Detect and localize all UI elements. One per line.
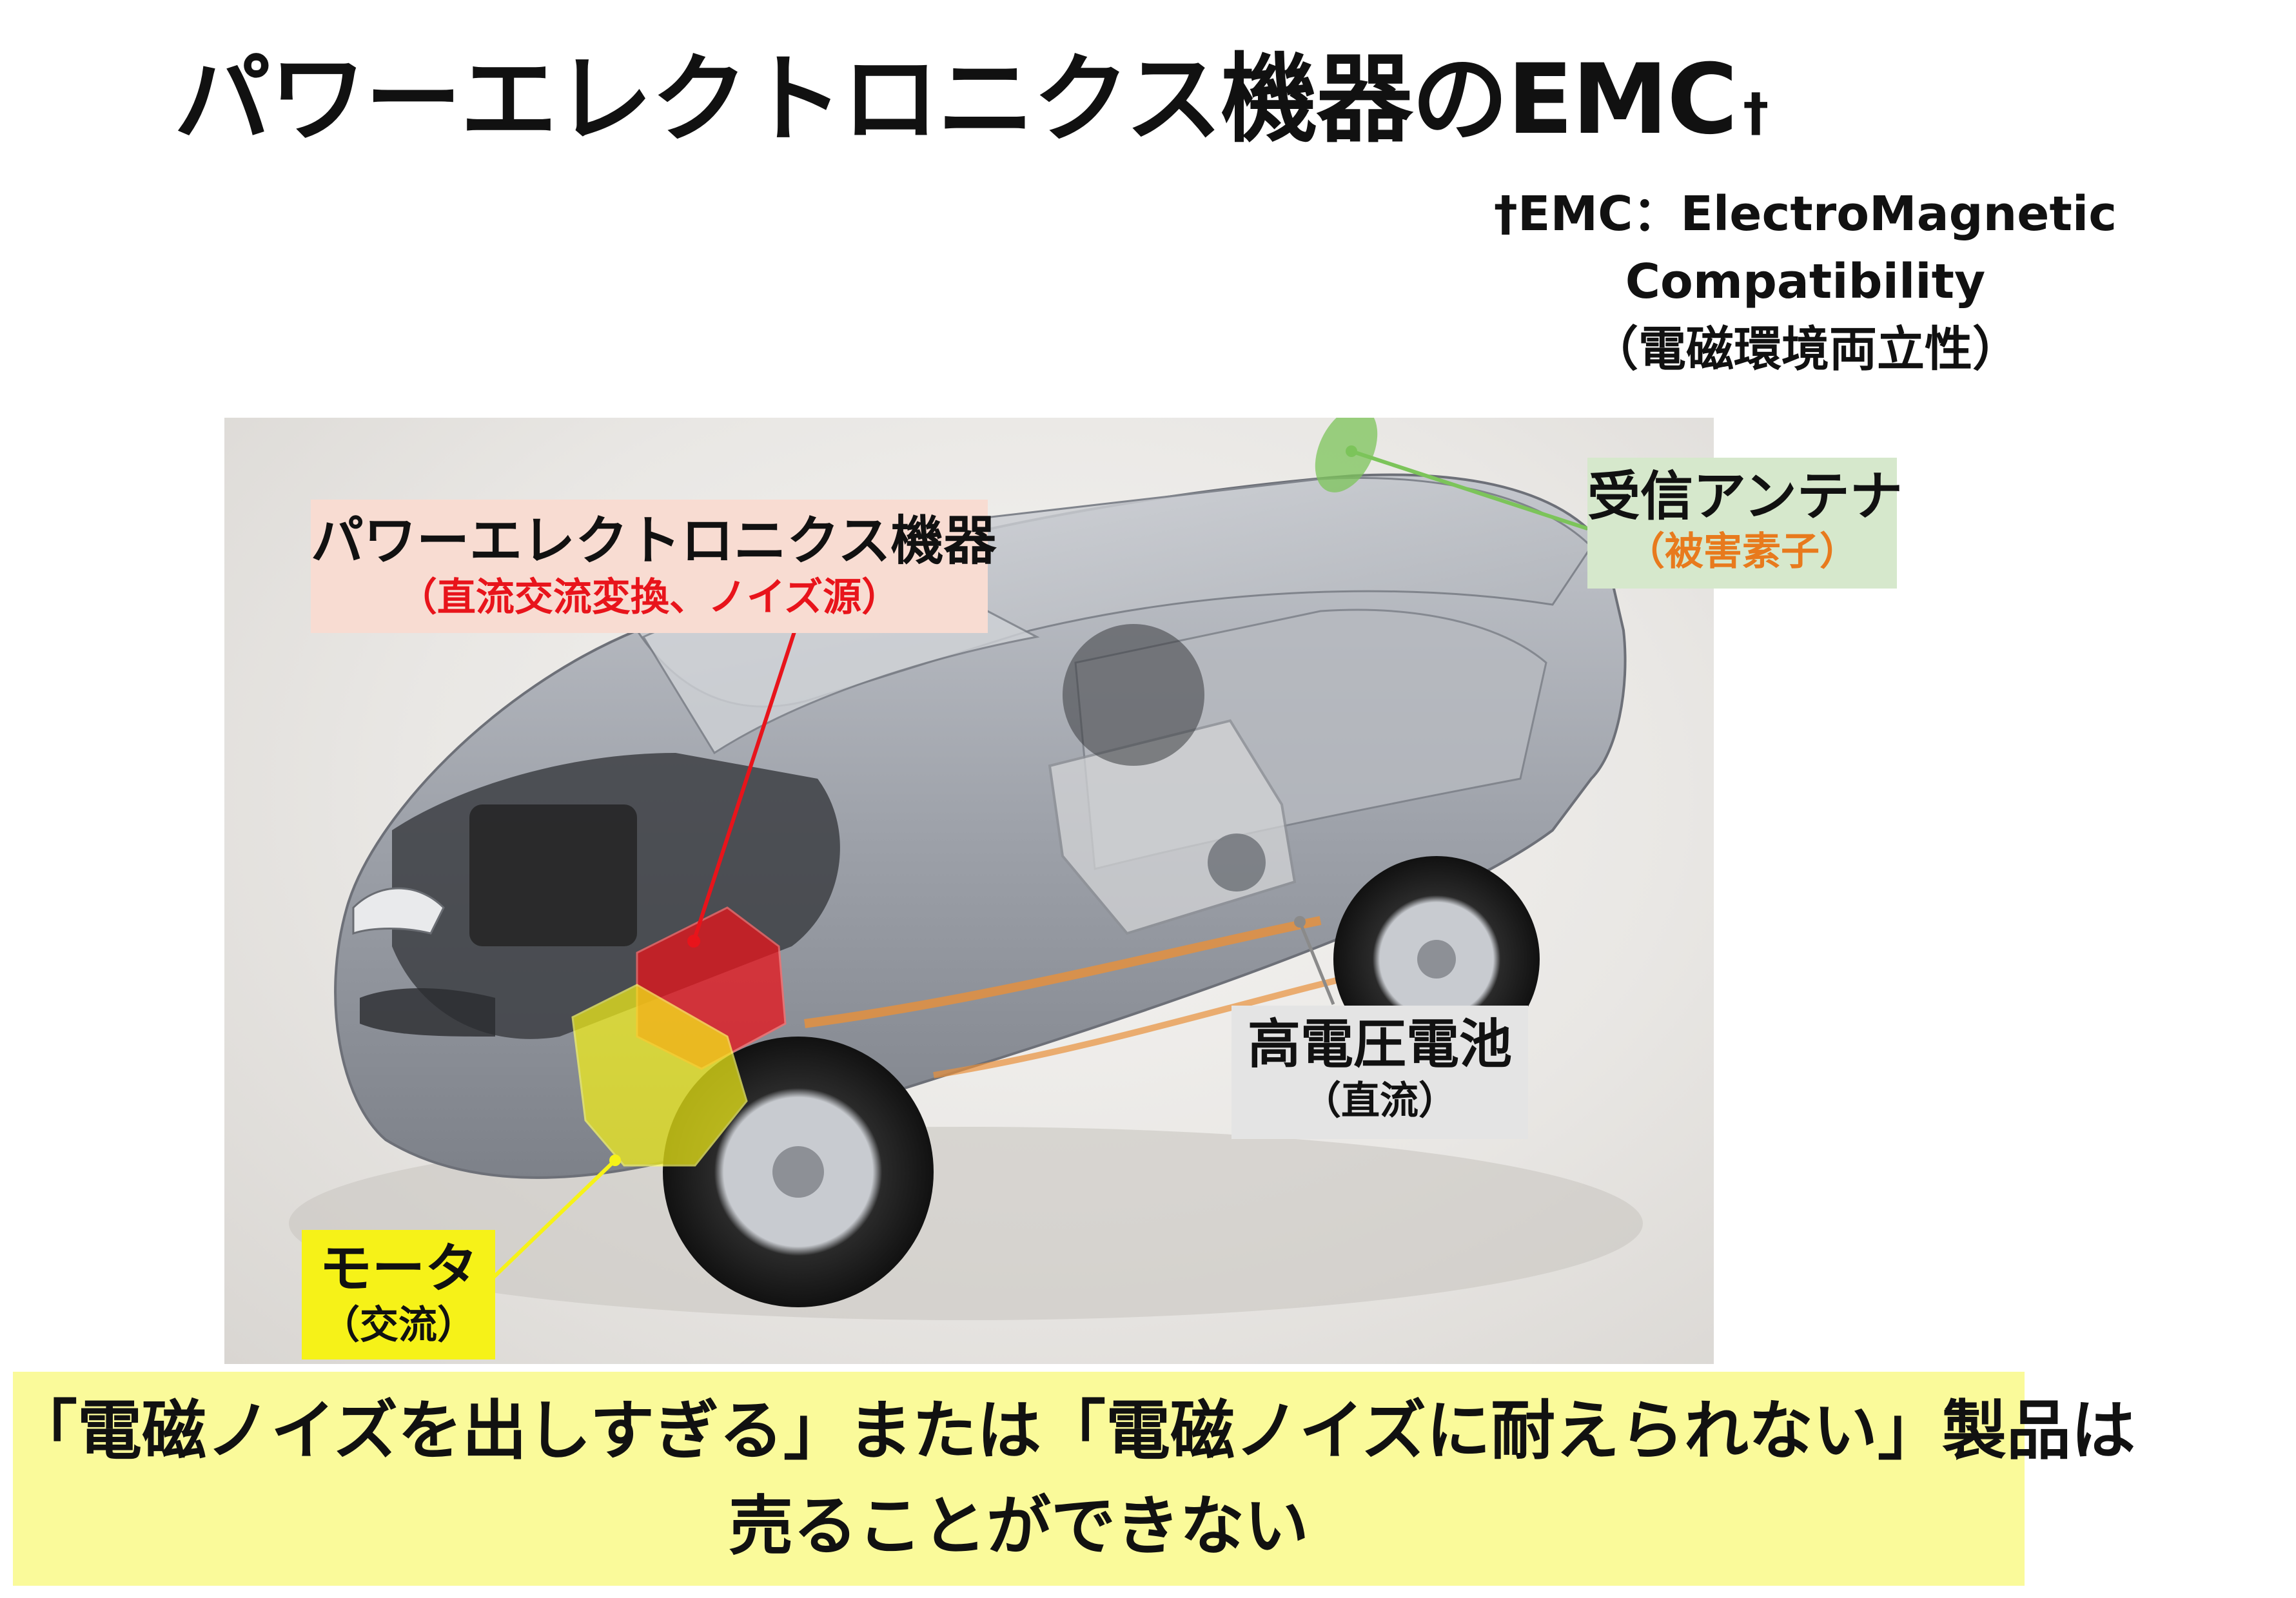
page-title-text: パワーエレクトロニクス機器のEMC: [174, 44, 1736, 156]
battery-fan: [1208, 833, 1266, 892]
callout-antenna: 受信アンテナ （被害素子）: [1587, 458, 1897, 589]
callout-motor: モータ （交流）: [302, 1230, 495, 1359]
callout-motor-label: モータ: [302, 1239, 495, 1300]
footnote-definition: †EMC：ElectroMagnetic Compatibility: [1322, 180, 2289, 316]
title-dagger: †: [1743, 83, 1767, 142]
page-title: パワーエレクトロニクス機器のEMC†: [174, 26, 1786, 174]
front-wheel-hub: [772, 1146, 824, 1198]
rear-wheel-hub: [1417, 940, 1456, 979]
callout-battery: 高電圧電池 （直流）: [1231, 1006, 1528, 1139]
callout-antenna-label: 受信アンテナ: [1587, 467, 1897, 527]
callout-motor-sub: （交流）: [302, 1303, 495, 1348]
callout-battery-sub: （直流）: [1231, 1079, 1528, 1124]
banner-line-2: 売ることができない: [13, 1479, 2025, 1574]
footnote-translation: （電磁環境両立性）: [1322, 316, 2289, 384]
conclusion-banner: 「電磁ノイズを出しすぎる」または「電磁ノイズに耐えられない」製品は 売ることがで…: [13, 1372, 2025, 1586]
callout-battery-label: 高電圧電池: [1231, 1015, 1528, 1075]
callout-antenna-sub: （被害素子）: [1587, 530, 1897, 574]
rear-spare-wheel: [1063, 624, 1204, 766]
callout-power-sub: （直流交流変換、ノイズ源）: [311, 576, 988, 620]
banner-line-1: 「電磁ノイズを出しすぎる」または「電磁ノイズに耐えられない」製品は: [13, 1383, 2025, 1479]
emc-footnote: †EMC：ElectroMagnetic Compatibility （電磁環境…: [1322, 180, 2289, 384]
callout-power-label: パワーエレクトロニクス機器: [311, 511, 988, 572]
front-grille: [360, 988, 495, 1037]
callout-power-electronics: パワーエレクトロニクス機器 （直流交流変換、ノイズ源）: [311, 500, 988, 633]
engine-block: [469, 804, 637, 946]
